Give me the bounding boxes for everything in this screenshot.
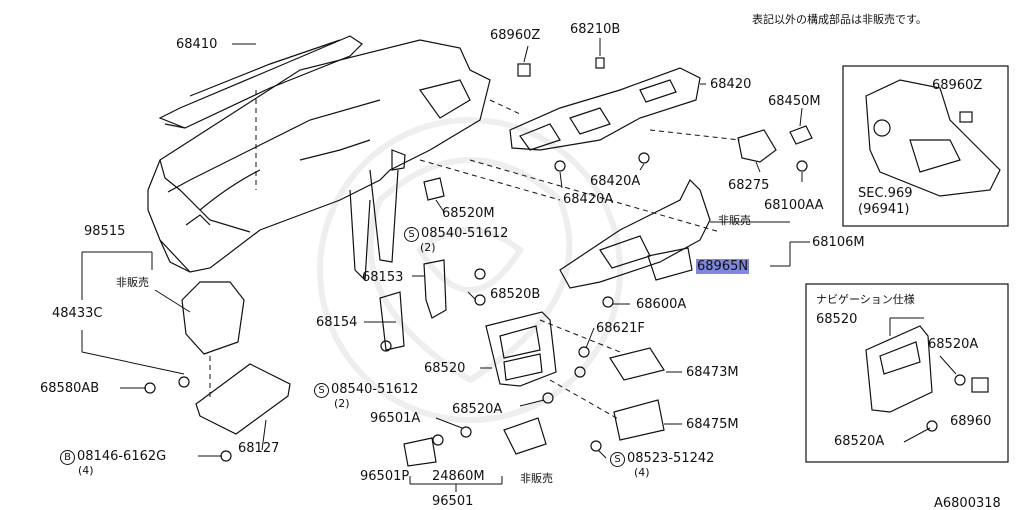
- part-number: 08523-51242: [627, 451, 715, 466]
- label-navi-68520[interactable]: 68520: [816, 312, 858, 327]
- label-sec-96941: (96941): [858, 202, 910, 217]
- symbol-b: B: [60, 450, 75, 465]
- label-68621f[interactable]: 68621F: [596, 321, 645, 336]
- center-vent-panel: [509, 67, 701, 151]
- dashboard-main: [147, 39, 491, 282]
- part-68475m: [613, 399, 665, 441]
- label-68100aa[interactable]: 68100AA: [764, 198, 824, 213]
- part-68473m: [609, 347, 665, 381]
- qty-08540-a: (2): [420, 241, 436, 254]
- label-68106m[interactable]: 68106M: [812, 235, 865, 250]
- symbol-s: S: [610, 452, 625, 467]
- label-68420a-1[interactable]: 68420A: [590, 174, 641, 189]
- part-68275: [737, 129, 777, 163]
- label-68520[interactable]: 68520: [424, 361, 466, 376]
- label-68473m[interactable]: 68473M: [686, 365, 739, 380]
- part-68965n: [647, 247, 693, 281]
- label-98515[interactable]: 98515: [84, 224, 126, 239]
- dashed-lines: [209, 90, 741, 421]
- qty-08146: (4): [78, 464, 94, 477]
- watermark: [317, 117, 623, 423]
- navi-box-title: ナビゲーション仕様: [816, 293, 915, 306]
- label-96501p[interactable]: 96501P: [360, 469, 410, 484]
- label-68275[interactable]: 68275: [728, 178, 770, 193]
- label-68153[interactable]: 68153: [362, 270, 404, 285]
- label-96501[interactable]: 96501: [432, 494, 474, 509]
- label-68154[interactable]: 68154: [316, 315, 358, 330]
- diagram-id: A6800318: [934, 496, 1001, 510]
- label-68520m[interactable]: 68520M: [442, 206, 495, 221]
- qty-08523: (4): [634, 466, 650, 479]
- clip-68210b: [595, 57, 605, 69]
- label-68210b[interactable]: 68210B: [570, 22, 621, 37]
- qty-08540-b: (2): [334, 397, 350, 410]
- label-96501a[interactable]: 96501A: [370, 411, 421, 426]
- part-98515: [181, 281, 245, 355]
- part-number: 08540-51612: [331, 382, 419, 397]
- label-68580ab[interactable]: 68580AB: [40, 381, 100, 396]
- highlight-68965n: 68965N: [696, 259, 750, 274]
- navi-box: [805, 283, 1009, 463]
- label-not-for-sale-1: 非販売: [718, 214, 751, 227]
- label-68127[interactable]: 68127: [238, 441, 280, 456]
- label-24860m[interactable]: 24860M: [432, 469, 485, 484]
- symbol-s: S: [404, 227, 419, 242]
- part-68127: [195, 363, 291, 435]
- part-96501-case: [503, 417, 547, 455]
- leader-lines: [81, 38, 957, 492]
- label-sec-68960z[interactable]: 68960Z: [932, 78, 983, 93]
- center-bezel-68520: [485, 311, 557, 387]
- label-68420a-2[interactable]: 68420A: [563, 192, 614, 207]
- label-not-for-sale-3: 非販売: [520, 472, 553, 485]
- label-68475m[interactable]: 68475M: [686, 417, 739, 432]
- note-not-for-sale: 表記以外の構成部品は非販売です。: [752, 13, 927, 26]
- sec-console: [865, 79, 1001, 197]
- part-number: 08146-6162G: [77, 449, 167, 464]
- part-68520m: [423, 177, 445, 201]
- label-68600a[interactable]: 68600A: [636, 297, 687, 312]
- label-not-for-sale-2: 非販売: [116, 276, 149, 289]
- part-number: 08540-51612: [421, 226, 509, 241]
- part-68154: [379, 291, 405, 351]
- label-68450m[interactable]: 68450M: [768, 94, 821, 109]
- dash-top-pad: [158, 35, 363, 129]
- screws: [144, 152, 808, 462]
- label-navi-68960[interactable]: 68960: [950, 414, 992, 429]
- part-96501p: [403, 437, 437, 467]
- part-68450m: [789, 125, 813, 145]
- clip-68960z: [517, 63, 531, 77]
- label-68965n[interactable]: 68965N: [696, 259, 750, 274]
- part-68153: [423, 259, 447, 319]
- label-sec-969[interactable]: SEC.969: [858, 186, 913, 201]
- label-48433c[interactable]: 48433C: [52, 306, 103, 321]
- label-68410[interactable]: 68410: [176, 37, 218, 52]
- symbol-s: S: [314, 383, 329, 398]
- label-68960z[interactable]: 68960Z: [490, 28, 541, 43]
- label-68520a[interactable]: 68520A: [452, 402, 503, 417]
- label-navi-68520a-2[interactable]: 68520A: [834, 434, 885, 449]
- label-navi-68520a-1[interactable]: 68520A: [928, 337, 979, 352]
- label-68520b[interactable]: 68520B: [490, 287, 541, 302]
- navi-bezel: [865, 325, 989, 432]
- label-68420[interactable]: 68420: [710, 77, 752, 92]
- sec-969-box: [842, 65, 1009, 227]
